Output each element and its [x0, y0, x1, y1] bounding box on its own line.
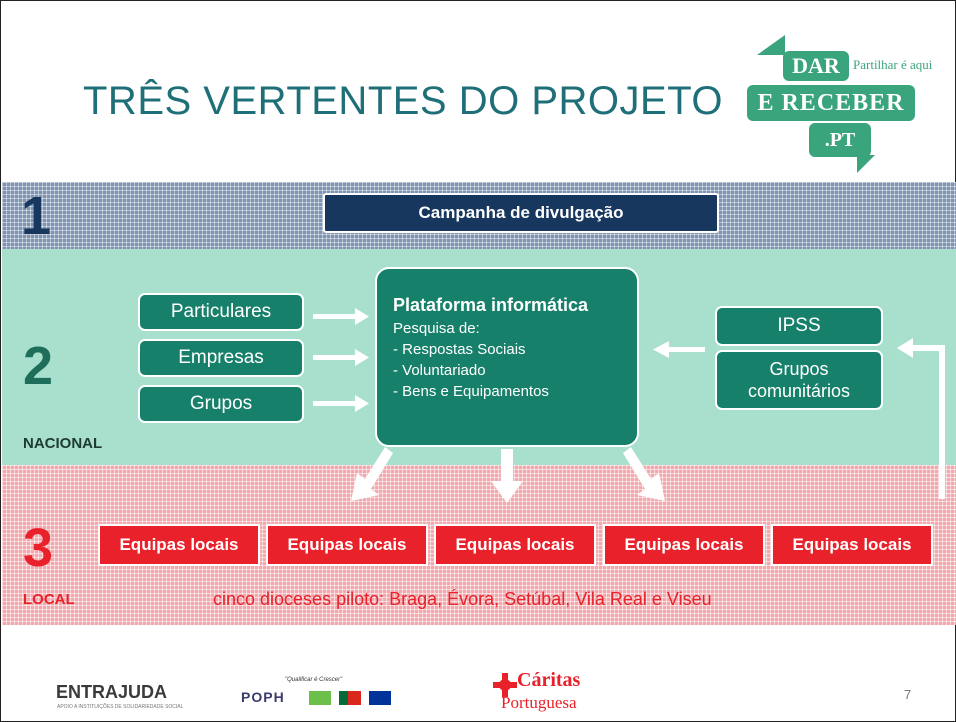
equipa-local-box: Equipas locais: [266, 524, 428, 566]
entrajuda-logo: ENTRAJUDA: [56, 682, 167, 703]
plataforma-line: Pesquisa de:: [393, 320, 480, 337]
poph-logos: "Qualificar é Crescer" POPH: [241, 677, 431, 717]
slide-title: TRÊS VERTENTES DO PROJETO: [83, 79, 724, 123]
box-particulares: Particulares: [138, 293, 304, 331]
entrajuda-subtitle: APOIO A INSTITUIÇÕES DE SOLIDARIEDADE SO…: [57, 704, 184, 710]
entrajuda-text: ENTRAJUDA: [56, 682, 168, 702]
campanha-box: Campanha de divulgação: [323, 193, 719, 233]
caritas-subtitle: Portuguesa: [501, 693, 577, 712]
dioceses-text: cinco dioceses piloto: Braga, Évora, Set…: [213, 589, 712, 609]
logo-e-receber: E RECEBER: [747, 85, 915, 121]
box-empresas: Empresas: [138, 339, 304, 377]
plataforma-line: - Bens e Equipamentos: [393, 383, 549, 400]
box-grupos: Grupos: [138, 385, 304, 423]
equipa-local-box: Equipas locais: [771, 524, 933, 566]
box-ipss: IPSS: [715, 306, 883, 346]
logo-pt: .PT: [809, 123, 871, 157]
qren-logo-icon: [309, 691, 331, 705]
equipa-local-box: Equipas locais: [434, 524, 596, 566]
poph-quote: "Qualificar é Crescer": [285, 677, 343, 683]
plataforma-line: - Voluntariado: [393, 362, 486, 379]
plataforma-line: - Respostas Sociais: [393, 341, 526, 358]
logo-dar: DAR: [783, 51, 849, 81]
caritas-logo: Cáritas Portuguesa: [491, 667, 601, 719]
section-number-1: 1: [21, 186, 52, 246]
caritas-cross-icon: [493, 673, 517, 697]
equipa-local-box: Equipas locais: [603, 524, 765, 566]
plataforma-box: Plataforma informática Pesquisa de: - Re…: [375, 267, 639, 447]
label-local: LOCAL: [23, 591, 75, 608]
logo-bubble-tail-bottom: [857, 155, 875, 173]
plataforma-heading: Plataforma informática: [393, 295, 589, 315]
box-grupos-comunitarios: Grupos comunitários: [715, 350, 883, 410]
logo-bubble-tail: [757, 35, 785, 55]
section-number-3: 3: [23, 518, 54, 578]
caritas-text: Cáritas: [517, 669, 581, 691]
label-nacional: NACIONAL: [23, 435, 103, 452]
portugal-flag-icon: [339, 691, 361, 705]
dar-e-receber-logo: DAR Partilhar é aqui E RECEBER .PT: [747, 29, 956, 173]
page-number: 7: [904, 687, 912, 702]
eu-flag-icon: [369, 691, 391, 705]
equipa-local-box: Equipas locais: [98, 524, 260, 566]
logo-tagline: Partilhar é aqui: [853, 57, 933, 72]
section-number-2: 2: [23, 336, 54, 396]
poph-text: POPH: [241, 689, 285, 705]
